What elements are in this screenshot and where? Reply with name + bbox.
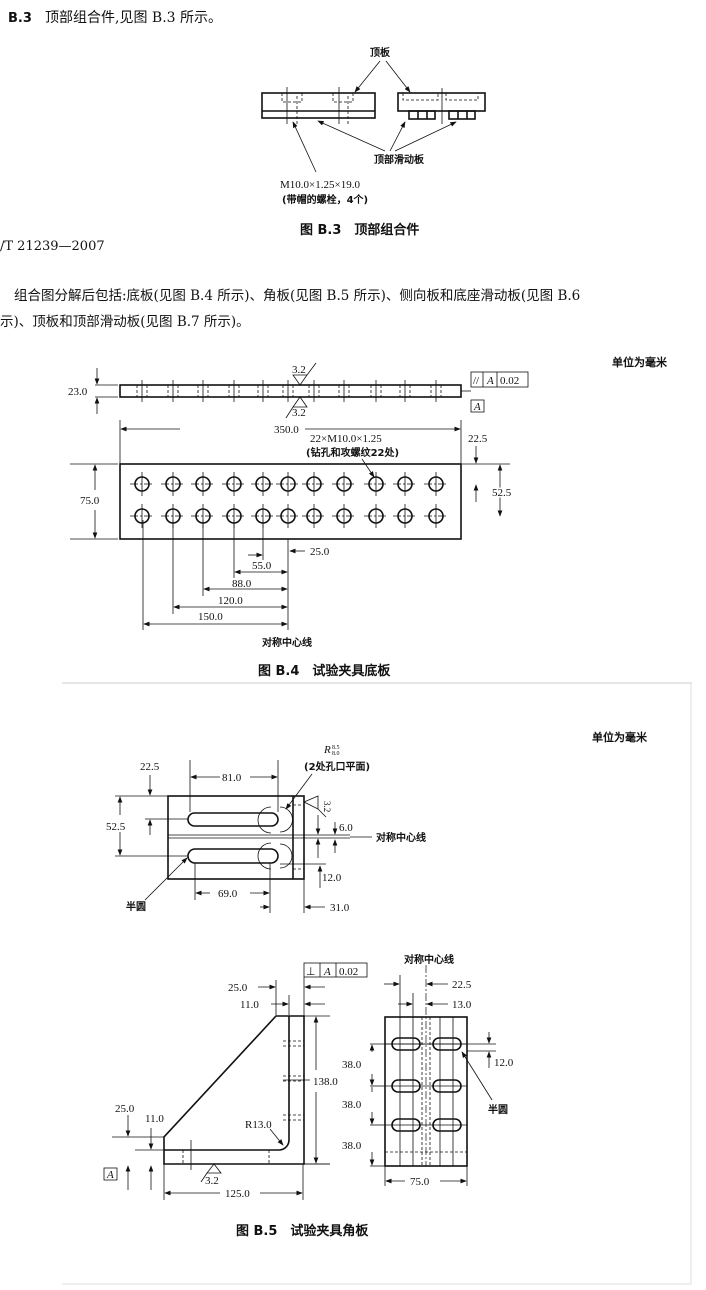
figure-b5-caption: 图 B.5 试验夹具角板 — [236, 1223, 369, 1239]
dim-6: 6.0 — [339, 822, 353, 834]
centerline-label-b4: 对称中心线 — [262, 636, 312, 649]
dim-25-top: 25.0 — [228, 982, 248, 994]
tolerance-symbol: // — [473, 375, 480, 387]
dim-38-a: 38.0 — [342, 1059, 362, 1071]
hole-spec: 22×M10.0×1.25 — [310, 433, 382, 445]
dim-55: 55.0 — [252, 560, 272, 572]
tolerance-datum-b5: A — [323, 966, 331, 978]
tolerance-value: 0.02 — [500, 375, 519, 387]
tolerance-datum: A — [486, 375, 494, 387]
figure-b4-top-view: 350.0 22×M10.0×1.25 (钻孔和攻螺纹22处) 75.0 22.… — [70, 420, 513, 649]
section-number: B.3 — [8, 11, 32, 26]
radius-note: (2处孔口平面) — [304, 760, 370, 773]
bolt-note: (带帽的螺栓，4个) — [282, 193, 368, 206]
dim-25-left: 25.0 — [115, 1103, 135, 1115]
figure-b4-caption: 图 B.4 试验夹具底板 — [258, 663, 391, 679]
bolt-spec: M10.0×1.25×19.0 — [280, 179, 360, 191]
length-dim: 350.0 — [274, 424, 299, 436]
figure-b5-side-view: ⊥ A 0.02 25.0 11.0 138.0 25.0 11.0 R13.0… — [103, 962, 368, 1200]
tolerance-value-b5: 0.02 — [339, 966, 358, 978]
dim-25: 25.0 — [310, 546, 330, 558]
figure-b5-top-view: 对称中心线 81.0 22.5 52.5 R 8.5 8.0 (2处孔口平面) … — [106, 744, 426, 914]
dim-52-5-top: 52.5 — [106, 821, 126, 833]
paragraph-line-1: 组合图分解后包括:底板(见图 B.4 所示)、角板(见图 B.5 所示)、侧向板… — [14, 288, 580, 304]
dim-150: 150.0 — [198, 611, 223, 623]
unit-note-b5: 单位为毫米 — [592, 730, 648, 744]
dim-120: 120.0 — [218, 595, 243, 607]
dim-75-front: 75.0 — [410, 1176, 430, 1188]
figure-b4-side-view: 23.0 3.2 3.2 // A 0.02 A — [68, 362, 529, 419]
tolerance-symbol-b5: ⊥ — [306, 966, 316, 978]
label-top-plate: 顶板 — [370, 46, 391, 59]
figure-b3-caption: 图 B.3 顶部组合件 — [300, 222, 419, 238]
dim-11-left: 11.0 — [145, 1113, 164, 1125]
dim-138: 138.0 — [313, 1076, 338, 1088]
dim-31: 31.0 — [330, 902, 350, 914]
centerline-label-front: 对称中心线 — [404, 953, 454, 966]
roughness-top: 3.2 — [292, 364, 306, 376]
dim-81: 81.0 — [222, 772, 242, 784]
figure-b5-front-view: 对称中心线 22.5 13.0 38.0 38.0 38.0 12.0 半圆 7… — [342, 953, 514, 1188]
running-header: /T 21239—2007 — [0, 239, 105, 254]
dim-22-5-front: 22.5 — [452, 979, 472, 991]
dim-69: 69.0 — [218, 888, 238, 900]
datum-label: A — [473, 401, 481, 413]
radius-r13: R13.0 — [245, 1119, 272, 1131]
semicircle-label-front: 半圆 — [488, 1103, 508, 1116]
unit-note-b4: 单位为毫米 — [612, 355, 668, 369]
paragraph-line-2: 示)、顶板和顶部滑动板(见图 B.7 所示)。 — [0, 314, 250, 330]
section-text: 顶部组合件,见图 B.3 所示。 — [45, 10, 222, 26]
dim-12-top: 12.0 — [322, 872, 342, 884]
edge-offset-dim: 22.5 — [468, 433, 488, 445]
radius-label: R — [323, 744, 331, 756]
roughness-side: 3.2 — [205, 1175, 219, 1187]
radius-lower: 8.0 — [332, 751, 340, 757]
width-dim: 75.0 — [80, 495, 100, 507]
dim-22-5-top: 22.5 — [140, 761, 160, 773]
roughness-top-view: 3.2 — [322, 801, 332, 812]
thickness-dim: 23.0 — [68, 386, 88, 398]
figure-b3-drawing: 顶板 顶部滑动板 M10.0×1.25×19.0 (带帽的螺栓，4个) — [261, 46, 486, 206]
row-spacing-dim: 52.5 — [492, 487, 512, 499]
dim-11-top: 11.0 — [240, 999, 259, 1011]
label-top-slide-plate: 顶部滑动板 — [374, 153, 425, 166]
hole-note: (钻孔和攻螺纹22处) — [306, 446, 399, 459]
dim-88: 88.0 — [232, 578, 252, 590]
dim-13-front: 13.0 — [452, 999, 472, 1011]
semicircle-label-top: 半圆 — [126, 900, 146, 913]
datum-b5: A — [106, 1169, 114, 1181]
dim-38-b: 38.0 — [342, 1099, 362, 1111]
dim-12-front: 12.0 — [494, 1057, 514, 1069]
dim-125: 125.0 — [225, 1188, 250, 1200]
dim-38-c: 38.0 — [342, 1140, 362, 1152]
roughness-bottom: 3.2 — [292, 407, 306, 419]
centerline-label-top: 对称中心线 — [376, 831, 426, 844]
radius-upper: 8.5 — [332, 745, 340, 751]
